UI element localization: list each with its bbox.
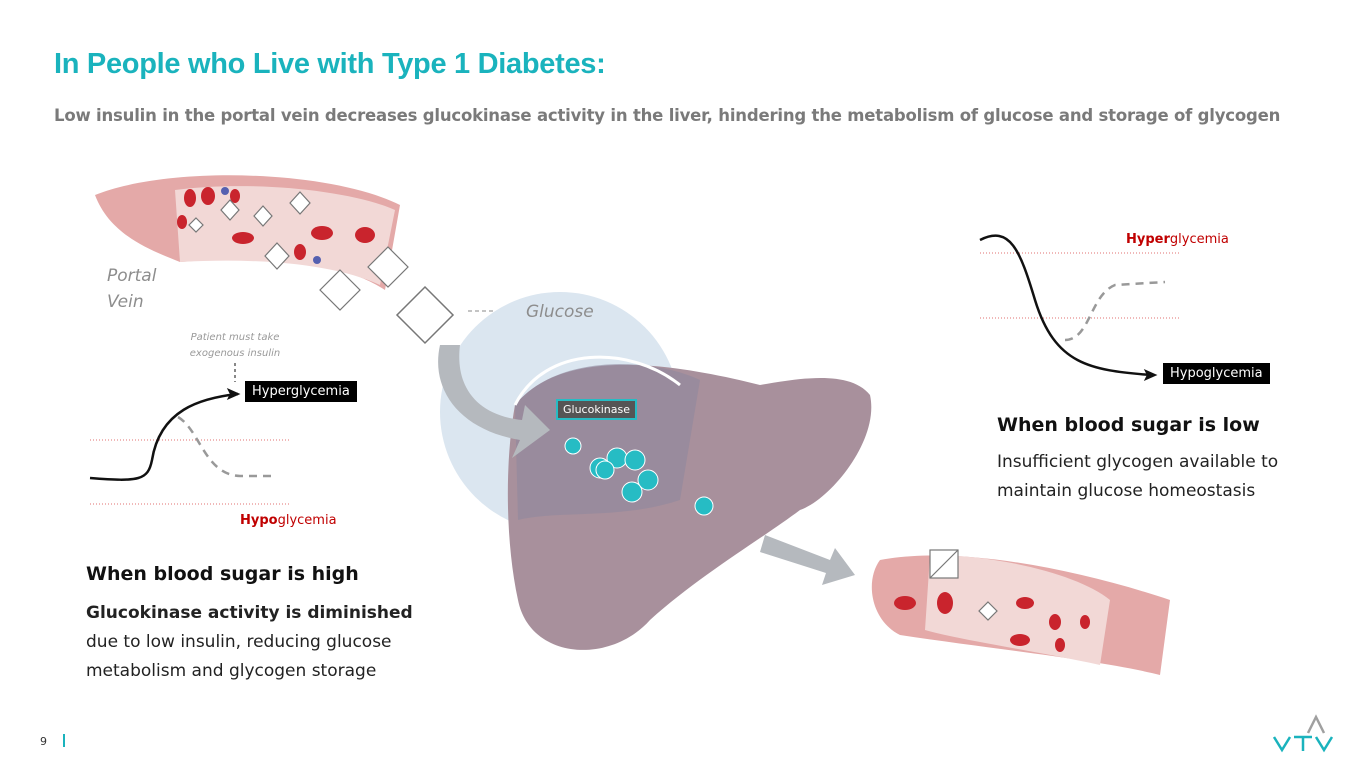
hyperglycemia-badge: Hyperglycemia: [245, 381, 357, 402]
vein-label-line: Vein: [107, 292, 144, 312]
high-line-3: metabolism and glycogen storage: [86, 661, 377, 681]
low-sugar-section: When blood sugar is low Insufficient gly…: [997, 414, 1278, 506]
hyper-prefix: Hyper: [1126, 232, 1170, 247]
page-title: In People who Live with Type 1 Diabetes:: [54, 48, 606, 80]
page-subtitle: Low insulin in the portal vein decreases…: [54, 106, 1281, 125]
insulin-note: Patient must take exogenous insulin: [180, 330, 290, 362]
note-line-2: exogenous insulin: [189, 348, 281, 359]
low-line-1: Insufficient glycogen available to: [997, 452, 1279, 472]
glucose-molecule: [395, 285, 455, 345]
right-glucose-graph: [979, 234, 1180, 382]
left-glucose-graph: [89, 363, 290, 505]
hypo-suffix: glycemia: [277, 513, 337, 528]
high-sugar-heading: When blood sugar is high: [86, 563, 359, 585]
portal-vein-label: Portal Vein: [107, 263, 156, 315]
glucokinase-label: Glucokinase: [556, 399, 637, 420]
page-divider: [63, 734, 65, 747]
hypoglycemia-label: Hypoglycemia: [240, 513, 337, 528]
hyper-suffix: glycemia: [1169, 232, 1229, 247]
glucose-label: Glucose: [526, 302, 594, 322]
note-line-1: Patient must take: [190, 332, 280, 343]
vtv-logo: [1272, 714, 1334, 753]
high-sugar-section: When blood sugar is high Glucokinase act…: [86, 563, 413, 686]
hepatic-vein-illustration: [871, 549, 1170, 675]
hypo-prefix: Hypo: [240, 513, 278, 528]
low-line-2: maintain glucose homeostasis: [997, 481, 1256, 501]
portal-vein-illustration: [95, 175, 409, 311]
portal-label-line: Portal: [107, 266, 157, 286]
low-sugar-heading: When blood sugar is low: [997, 414, 1260, 436]
page-number: 9: [40, 735, 47, 748]
high-line-2: due to low insulin, reducing glucose: [86, 632, 392, 652]
hypoglycemia-badge: Hypoglycemia: [1163, 363, 1270, 384]
hyperglycemia-label: Hyperglycemia: [1126, 232, 1229, 247]
high-bold-line: Glucokinase activity is diminished: [86, 603, 413, 623]
